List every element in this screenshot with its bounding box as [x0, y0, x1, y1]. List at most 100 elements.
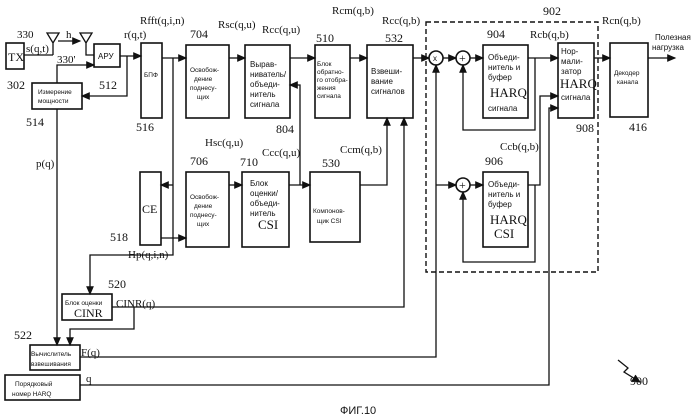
- svg-text:Rsc(q,u): Rsc(q,u): [218, 19, 256, 31]
- svg-text:буфер: буфер: [488, 73, 512, 82]
- svg-text:518: 518: [110, 230, 128, 244]
- svg-text:объеди-: объеди-: [250, 80, 280, 89]
- svg-text:нитель: нитель: [250, 90, 275, 99]
- svg-text:сигнала: сигнала: [317, 93, 341, 100]
- figure-title: ФИГ.10: [340, 405, 376, 417]
- svg-text:TX: TX: [8, 50, 24, 64]
- svg-text:обратно-: обратно-: [317, 68, 344, 76]
- svg-text:оценки/: оценки/: [250, 189, 279, 198]
- svg-text:520: 520: [108, 277, 126, 291]
- svg-text:908: 908: [576, 121, 594, 135]
- harq-signal-buffer-block: Объеди-нитель ибуферHARQсигнала904: [483, 27, 528, 118]
- svg-text:HARQ: HARQ: [490, 212, 527, 227]
- svg-text:сигнала: сигнала: [488, 104, 518, 113]
- svg-text:Взвеши-: Взвеши-: [371, 67, 403, 76]
- svg-text:Hp(q,i,n): Hp(q,i,n): [128, 249, 169, 261]
- signal-weighting-block: Взвеши-ваниесигналов 532: [367, 31, 413, 118]
- svg-text:522: 522: [14, 328, 32, 342]
- svg-text:канала: канала: [617, 79, 639, 86]
- figure-ref: 900: [630, 374, 648, 388]
- svg-text:Rcm(q,b): Rcm(q,b): [332, 5, 374, 17]
- svg-text:сигнала: сигнала: [250, 100, 280, 109]
- svg-text:530: 530: [322, 156, 340, 170]
- svg-text:мали-: мали-: [561, 57, 583, 66]
- svg-text:p(q): p(q): [36, 158, 55, 170]
- svg-text:Полезная: Полезная: [655, 33, 691, 42]
- svg-text:HARQ: HARQ: [560, 76, 597, 91]
- svg-text:514: 514: [26, 115, 44, 129]
- svg-text:мощности: мощности: [38, 98, 69, 105]
- svg-text:ниватель/: ниватель/: [250, 70, 287, 79]
- svg-text:дение: дение: [194, 76, 213, 83]
- svg-text:CSI: CSI: [258, 217, 278, 232]
- adder-csi: +: [456, 178, 470, 192]
- svg-text:объеди-: объеди-: [250, 199, 280, 208]
- svg-text:Объеди-: Объеди-: [488, 53, 520, 62]
- svg-text:Порядковый: Порядковый: [15, 380, 53, 388]
- svg-text:330: 330: [17, 29, 34, 41]
- svg-text:Декодер: Декодер: [614, 70, 640, 77]
- svg-text:s(q,t): s(q,t): [26, 43, 49, 55]
- svg-text:330': 330': [57, 54, 76, 66]
- svg-text:Вычислитель: Вычислитель: [31, 351, 72, 358]
- svg-text:Rcc(q,b): Rcc(q,b): [382, 15, 421, 27]
- channel-decoder-block: Декодерканала416: [610, 43, 648, 134]
- svg-text:взвешивания: взвешивания: [31, 361, 71, 368]
- svg-text:h: h: [66, 29, 72, 41]
- svg-text:r(q,t): r(q,t): [124, 29, 147, 41]
- adder-signal: +: [456, 51, 470, 65]
- svg-text:Блок: Блок: [317, 61, 332, 68]
- csi-estimator-block: Блокоценки/объеди-нительCSI710: [240, 155, 289, 247]
- svg-text:512: 512: [99, 78, 117, 92]
- svg-text:+: +: [459, 51, 466, 65]
- harq-csi-buffer-block: Объеди-нитель ибуферHARQCSI906: [483, 154, 528, 247]
- svg-text:Вырав-: Вырав-: [250, 60, 277, 69]
- svg-text:затор: затор: [561, 67, 582, 76]
- svg-text:сигналов: сигналов: [371, 87, 405, 96]
- svg-text:CINR(q): CINR(q): [116, 298, 155, 310]
- svg-text:Rfft(q,i,n): Rfft(q,i,n): [140, 15, 185, 27]
- ce-block: CE 518: [110, 172, 161, 245]
- svg-text:поднесу-: поднесу-: [190, 212, 217, 219]
- svg-text:Блок: Блок: [250, 179, 268, 188]
- svg-text:Освобож-: Освобож-: [190, 66, 219, 74]
- svg-text:q: q: [86, 373, 92, 385]
- svg-text:жения: жения: [317, 85, 336, 92]
- svg-text:нагрузка: нагрузка: [652, 43, 684, 52]
- svg-text:Rcb(q,b): Rcb(q,b): [530, 29, 569, 41]
- svg-text:АРУ: АРУ: [98, 52, 114, 61]
- svg-text:БПФ: БПФ: [144, 72, 158, 79]
- equalizer-block: Вырав-ниватель/объеди-нительсигнала 804: [245, 45, 294, 136]
- svg-text:904: 904: [487, 27, 505, 41]
- svg-text:+: +: [459, 178, 466, 192]
- harq-sequence-number-block: Порядковый номер HARQ: [5, 375, 80, 400]
- svg-text:804: 804: [276, 122, 294, 136]
- svg-text:щик CSI: щик CSI: [317, 218, 342, 225]
- svg-text:Ccm(q,b): Ccm(q,b): [340, 144, 382, 156]
- svg-text:Компонов-: Компонов-: [313, 208, 345, 215]
- svg-text:нитель и: нитель и: [488, 63, 520, 72]
- svg-text:Нор-: Нор-: [561, 47, 579, 56]
- svg-text:906: 906: [485, 154, 503, 168]
- svg-text:532: 532: [385, 31, 403, 45]
- subcarrier-demap-block-704: Освобож-дениеподнесу-щих704: [186, 27, 229, 118]
- demap-block-510: Блокобратно-го отобра-жениясигнала510: [315, 31, 350, 118]
- svg-text:Hsc(q,u): Hsc(q,u): [205, 137, 244, 149]
- svg-text:поднесу-: поднесу-: [190, 85, 217, 92]
- svg-text:F(q): F(q): [81, 347, 100, 359]
- multiplier: x: [429, 51, 443, 65]
- svg-text:сигнала: сигнала: [561, 93, 591, 102]
- svg-text:Rcn(q,b): Rcn(q,b): [602, 15, 641, 27]
- svg-text:CE: CE: [142, 202, 157, 216]
- svg-text:щих: щих: [197, 221, 210, 228]
- svg-text:902: 902: [543, 4, 561, 18]
- svg-text:Ccc(q,u): Ccc(q,u): [262, 147, 301, 159]
- harq-normalizer-block: Нор-мали-заторHARQ сигнала 908: [558, 43, 597, 135]
- power-measure-block: Измерениемощности514: [26, 83, 82, 129]
- svg-text:710: 710: [240, 155, 258, 169]
- svg-text:буфер: буфер: [488, 200, 512, 209]
- svg-text:дение: дение: [194, 203, 213, 210]
- svg-text:номер HARQ: номер HARQ: [12, 391, 52, 398]
- svg-text:вание: вание: [371, 77, 393, 86]
